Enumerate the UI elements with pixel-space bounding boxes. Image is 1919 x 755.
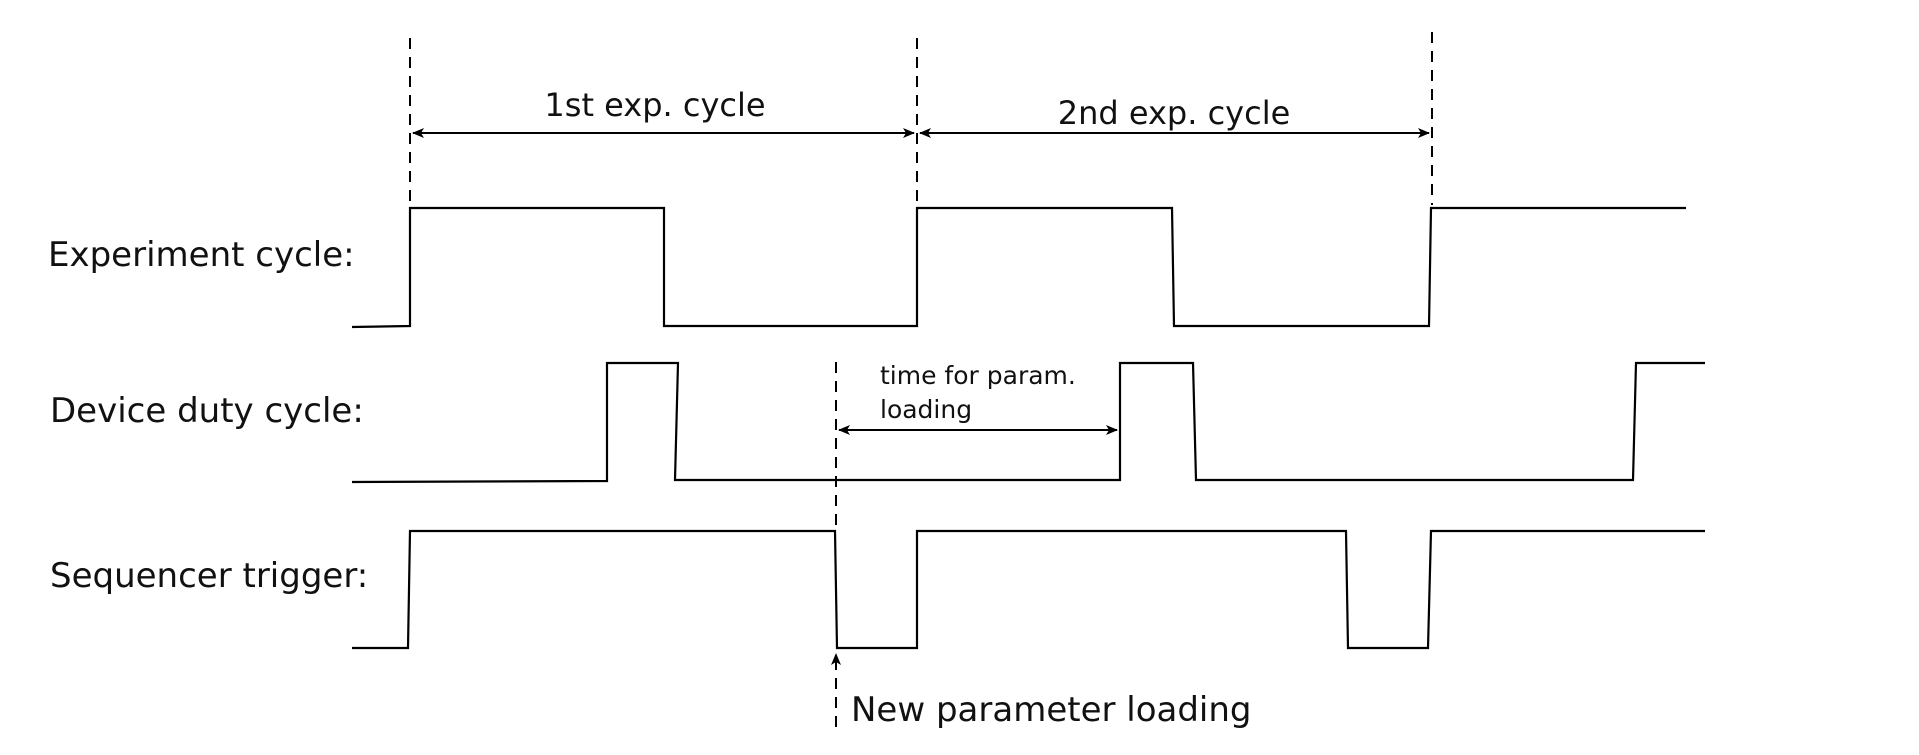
param-loading-label-line2: loading bbox=[880, 395, 972, 424]
sequencer-trigger-label: Sequencer trigger: bbox=[50, 556, 368, 596]
device-duty-cycle-label: Device duty cycle: bbox=[50, 391, 364, 431]
experiment-cycle-label: Experiment cycle: bbox=[48, 235, 355, 275]
first-cycle-label: 1st exp. cycle bbox=[544, 86, 765, 124]
experiment-cycle-waveform bbox=[351, 206, 1686, 329]
second-cycle-label: 2nd exp. cycle bbox=[1058, 94, 1291, 132]
param-loading-label-line1: time for param. bbox=[880, 361, 1076, 390]
sequencer-trigger-waveform bbox=[352, 529, 1705, 650]
device-duty-cycle-waveform bbox=[351, 361, 1705, 484]
new-parameter-loading-label: New parameter loading bbox=[851, 690, 1252, 730]
